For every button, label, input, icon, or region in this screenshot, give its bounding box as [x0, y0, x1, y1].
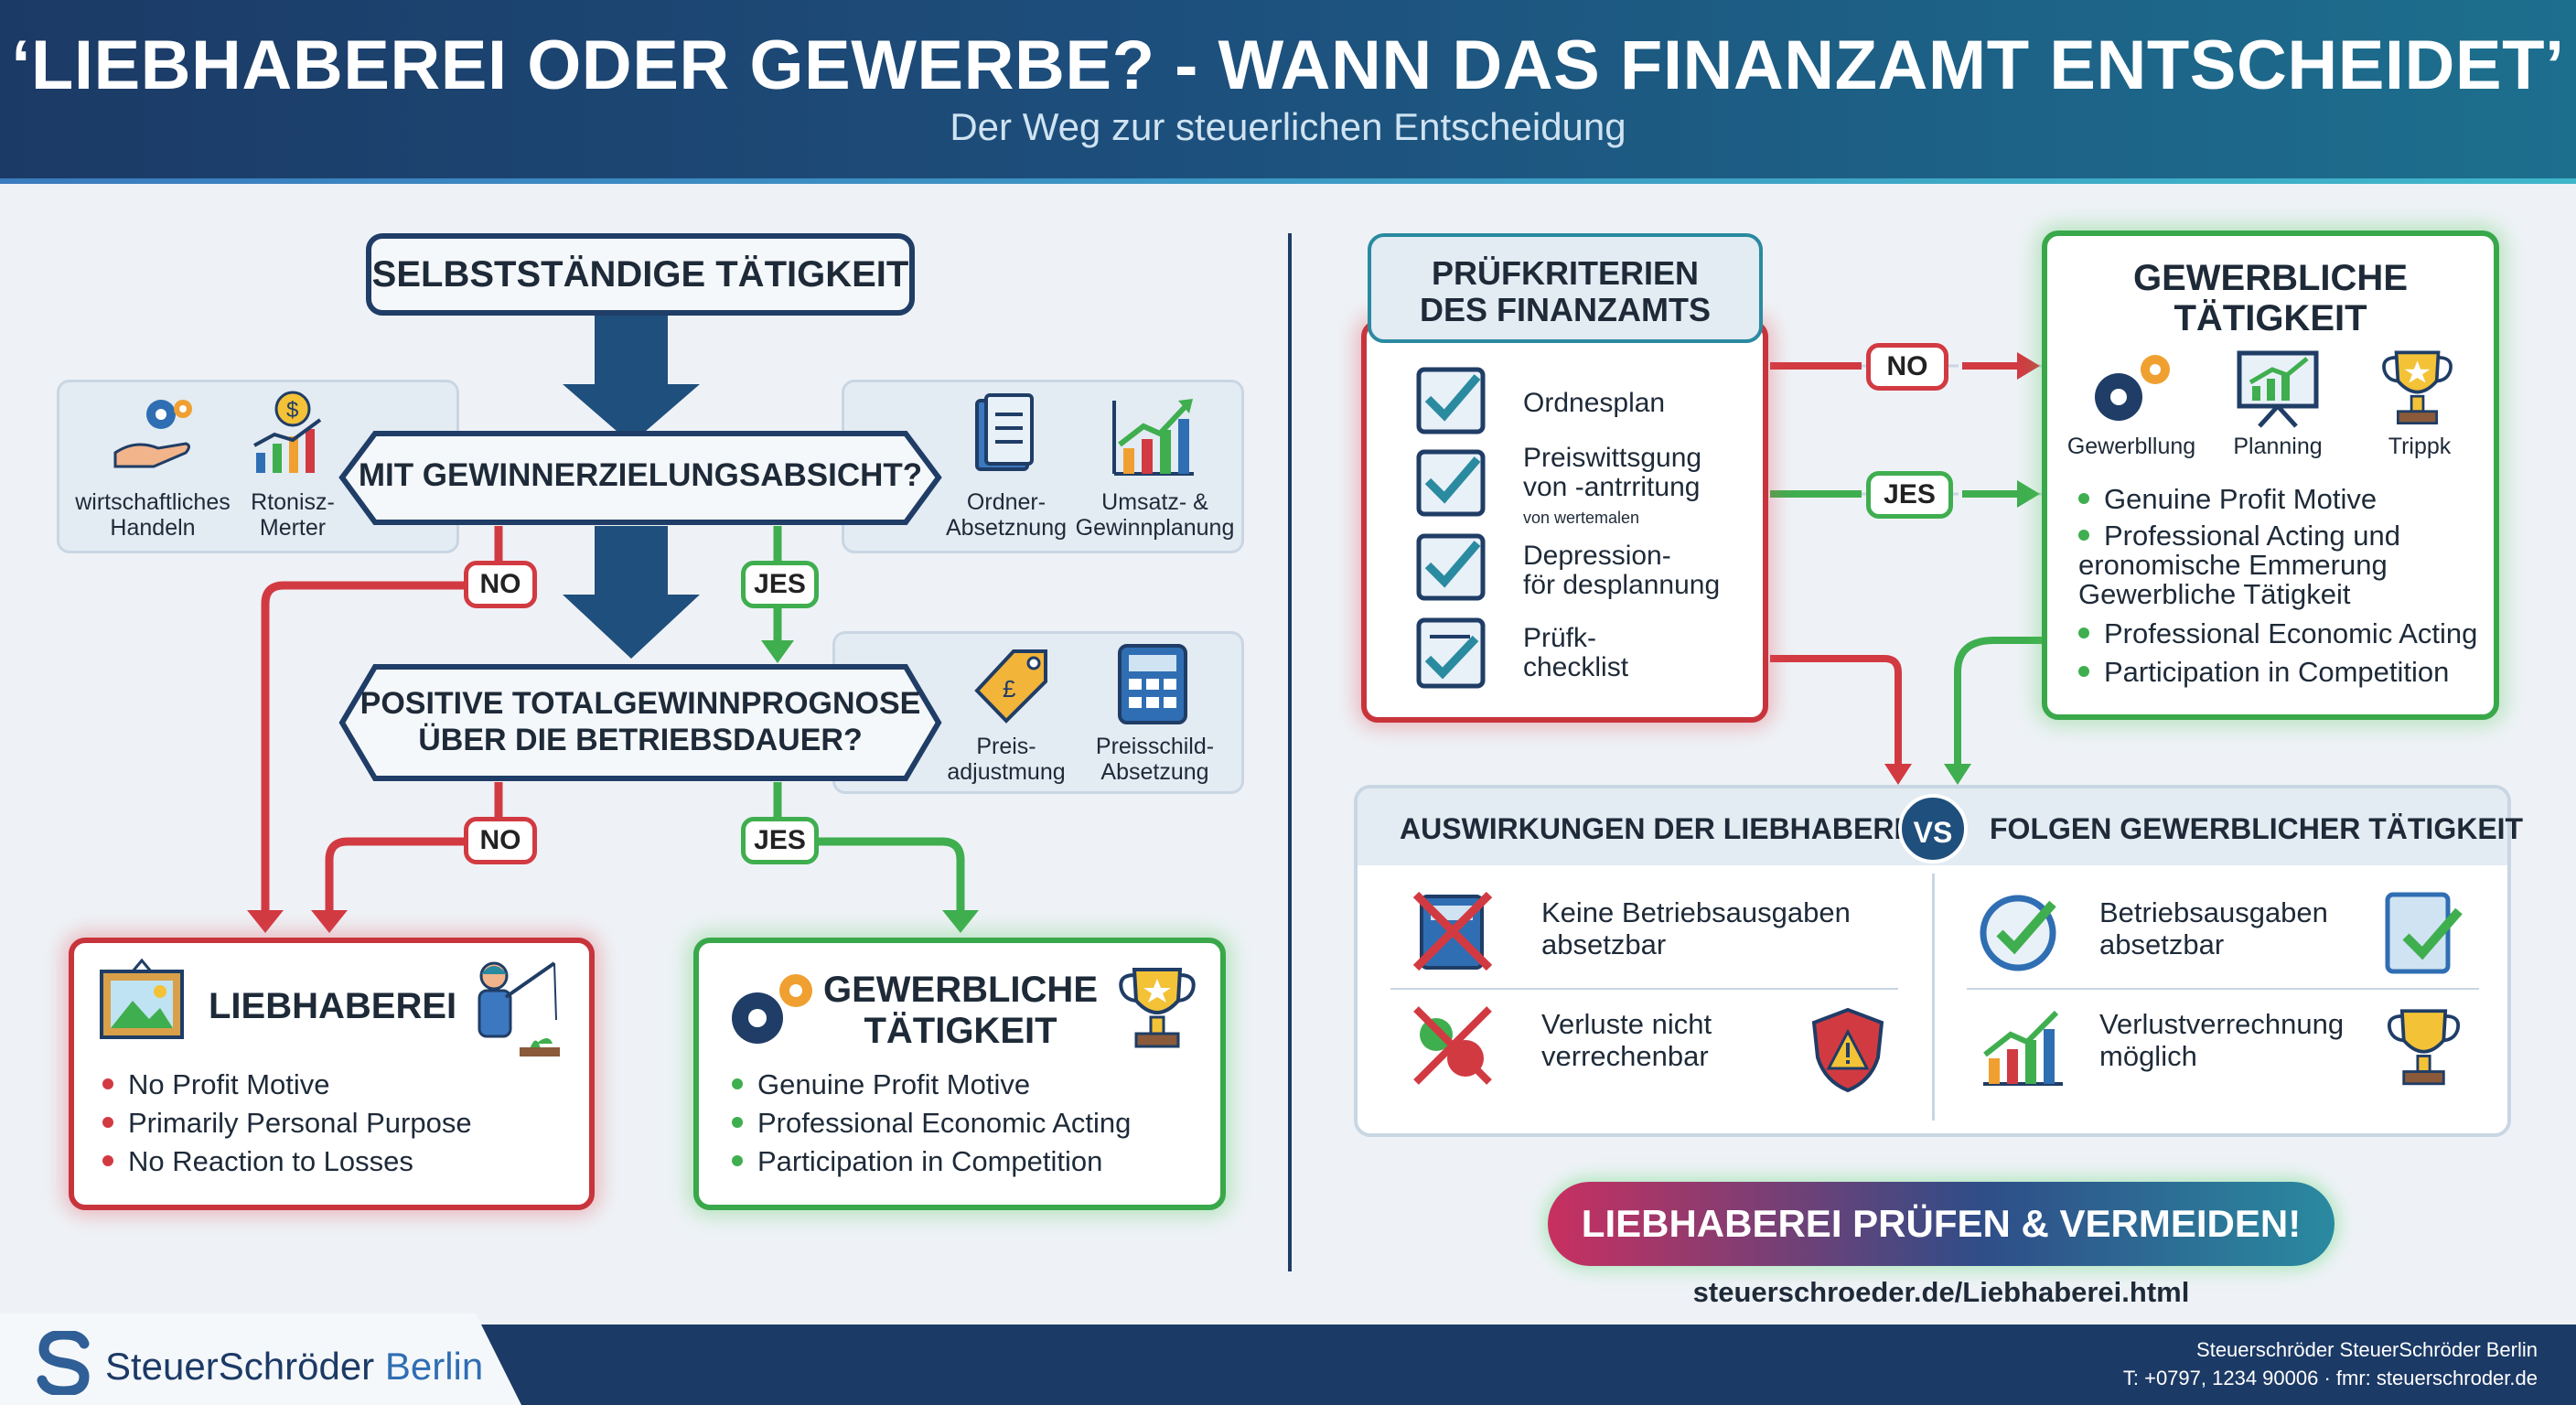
factor-label-economic: wirtschaftliches Handeln — [75, 489, 231, 541]
footer-brand-block — [0, 1314, 521, 1405]
no-label-2: NO — [464, 817, 537, 864]
comparison-right-title: FOLGEN GEWERBLICHER TÄTIGKEIT — [1990, 812, 2524, 845]
criteria-item-2: Preiswittsgung von -antrritung — [1523, 443, 1702, 502]
comparison-row-divider-right — [1967, 988, 2479, 990]
calculator-icon — [1118, 644, 1187, 724]
brand-logo-icon — [37, 1331, 90, 1395]
business-bullet-1: Genuine Profit Motive — [732, 1068, 1030, 1101]
no-label-1: NO — [464, 561, 537, 608]
business-right-icon-label-1: Gewerbllung — [2066, 434, 2196, 459]
footer-brand-main: SteuerSchröder — [105, 1345, 375, 1388]
business-bullet-3: Participation in Competition — [732, 1145, 1102, 1178]
factor-label-umsatz: Umsatz- & Gewinnplanung — [1075, 489, 1235, 541]
business-bullet-2: Professional Economic Acting — [732, 1107, 1131, 1140]
question-2-shape — [338, 664, 942, 781]
center-divider — [1288, 233, 1292, 1271]
svg-text:£: £ — [1003, 675, 1016, 702]
factor-label-preis: Preis- adjustmung — [947, 734, 1066, 785]
business-title-line-2: TÄTIGKEIT — [864, 1011, 1057, 1051]
business-right-bullet-2: Professional Acting und eronomische Emme… — [2078, 520, 2400, 610]
footer-line-1: Steuerschröder SteuerSchröder Berlin — [2196, 1338, 2538, 1361]
gears-icon — [732, 974, 812, 1044]
fishing-person-icon — [478, 961, 560, 1056]
check-circle-icon — [1980, 895, 2056, 971]
criteria-title-line-2: DES FINANZAMTS — [1420, 291, 1711, 328]
page-title: ‘LIEBHABEREI ODER GEWERBE? - WANN DAS FI… — [11, 27, 2565, 104]
business-title-line-1: GEWERBLICHE — [823, 970, 1098, 1010]
trophy-icon — [2382, 350, 2453, 425]
trophy-icon — [2388, 1009, 2460, 1086]
left-flow-connectors — [247, 316, 979, 933]
footer-line-2: T: +0797, 1234 90006 · fmr: steuerschrod… — [2122, 1367, 2538, 1389]
comparison-left-title: AUSWIRKUNGEN DER LIEBHABEREI — [1400, 812, 1922, 845]
criteria-title-line-1: PRÜFKRITERIEN — [1431, 254, 1699, 292]
dollar-chart-icon: $ — [253, 391, 322, 473]
crossed-calculator-icon — [1412, 891, 1493, 971]
cta-button[interactable]: LIEBHABEREI PRÜFEN & VERMEIDEN! — [1548, 1182, 2334, 1266]
comparison-left-item-1: Keine Betriebsausgaben absetzbar — [1541, 896, 1851, 960]
criteria-header — [1368, 233, 1763, 343]
page-subtitle: Der Weg zur steuerlichen Entscheidung — [950, 105, 1626, 148]
checklist-icon — [1416, 617, 1486, 689]
comparison-right-item-1: Betriebsausgaben absetzbar — [2099, 896, 2328, 960]
trophy-icon — [1119, 968, 1196, 1048]
comparison-row-divider-left — [1390, 988, 1898, 990]
clipboard-check-icon — [1416, 533, 1486, 601]
business-right-title-line-2: TÄTIGKEIT — [2174, 298, 2367, 338]
footer-brand-name: SteuerSchröder Berlin — [105, 1345, 483, 1389]
warning-shield-icon — [1811, 1007, 1884, 1093]
yes-label-right: JES — [1866, 471, 1953, 519]
comparison-left-item-2: Verluste nicht verrechenbar — [1541, 1008, 1712, 1072]
business-right-title-line-1: GEWERBLICHE — [2133, 258, 2408, 298]
yes-label-1: JES — [741, 561, 819, 608]
svg-text:$: $ — [286, 398, 298, 423]
factor-label-preisschild: Preisschild- Absetzung — [1095, 734, 1215, 785]
factor-label-rtonisz: Rtonisz- Merter — [251, 489, 335, 541]
question-2-line-2: ÜBER DIE BETRIEBSDAUER? — [418, 723, 863, 757]
criteria-item-2-sub: von wertemalen — [1523, 509, 1640, 527]
clipboard-check-icon — [1416, 367, 1486, 434]
question-2-line-1: POSITIVE TOTALGEWINNPROGNOSE — [360, 686, 921, 721]
gears-icon — [2095, 355, 2170, 421]
document-icon — [975, 393, 1034, 471]
hand-gear-icon — [113, 400, 192, 468]
document-check-icon — [2385, 892, 2463, 974]
hobby-bullet-2: Primarily Personal Purpose — [102, 1107, 472, 1140]
source-url[interactable]: steuerschroeder.de/Liebhaberei.html — [1692, 1276, 2190, 1308]
crossed-loss-icon — [1413, 1006, 1492, 1085]
clipboard-check-icon — [1416, 449, 1486, 517]
price-tag-icon: £ — [974, 649, 1047, 724]
landscape-picture-icon — [100, 959, 184, 1039]
start-node: SELBSTSTÄNDIGE TÄTIGKEIT — [366, 233, 915, 316]
presentation-chart-icon — [2237, 350, 2319, 428]
comparison-divider — [1932, 874, 1935, 1121]
hobby-bullet-1: No Profit Motive — [102, 1068, 330, 1101]
question-1-shape — [338, 431, 942, 525]
criteria-item-1: Ordnesplan — [1523, 388, 1666, 418]
business-right-bullet-3: Professional Economic Acting — [2078, 617, 2477, 650]
right-flow-connectors — [1770, 352, 2214, 785]
business-right-icon-label-2: Planning — [2233, 434, 2323, 459]
growth-chart-icon — [1112, 399, 1194, 476]
question-1: MIT GEWINNERZIELUNGSABSICHT? — [358, 457, 923, 493]
business-right-bullet-4: Participation in Competition — [2078, 656, 2449, 689]
hobby-title: LIEBHABEREI — [209, 986, 457, 1026]
factor-label-ordner: Ordner- Absetznung — [945, 489, 1068, 541]
business-right-bullet-1: Genuine Profit Motive — [2078, 483, 2377, 516]
hobby-bullet-3: No Reaction to Losses — [102, 1145, 413, 1178]
vs-badge: VS — [1898, 794, 1968, 863]
business-right-icon-label-3: Trippk — [2388, 434, 2452, 459]
header-banner — [0, 0, 2576, 184]
growth-chart-icon — [1983, 1010, 2063, 1086]
footer-brand-sub: Berlin — [384, 1345, 484, 1388]
criteria-item-4: Prüfk- checklist — [1523, 623, 1629, 682]
yes-label-2: JES — [741, 817, 819, 864]
comparison-right-item-2: Verlustverrechnung möglich — [2099, 1008, 2345, 1072]
criteria-item-3: Depression- för desplannung — [1523, 541, 1721, 600]
no-label-right: NO — [1866, 343, 1948, 391]
